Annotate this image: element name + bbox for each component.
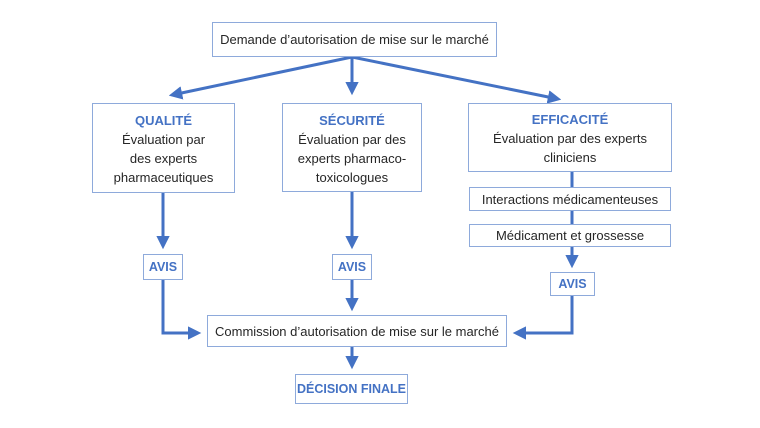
qualite-body-line: Évaluation par <box>121 132 206 147</box>
interactions-medicamenteuses-label: Interactions médicamenteuses <box>481 191 659 207</box>
qualite-title: QUALITÉ <box>134 113 193 128</box>
securite-body-line: experts pharmaco- <box>297 151 407 166</box>
arrow-avis1-to-commission <box>161 280 202 340</box>
securite-body-line: Évaluation par des <box>298 132 406 147</box>
avis-efficacite-label: AVIS <box>558 277 587 291</box>
decision-finale-box: DÉCISION FINALE <box>295 374 408 404</box>
qualite-body-line: des experts <box>129 151 198 166</box>
avis-securite-label: AVIS <box>337 260 367 274</box>
avis-efficacite-box: AVIS <box>550 272 595 296</box>
efficacite-box: EFFICACITÉ Évaluation par des experts cl… <box>468 103 672 172</box>
avis-securite-box: AVIS <box>332 254 372 280</box>
arrow-avis3-to-commission <box>512 296 574 340</box>
securite-body-line: toxicologues <box>315 170 389 185</box>
decision-finale-label: DÉCISION FINALE <box>296 382 407 396</box>
demande-autorisation-box: Demande d’autorisation de mise sur le ma… <box>212 22 497 57</box>
avis-qualite-box: AVIS <box>143 254 183 280</box>
efficacite-body-line: Évaluation par des experts <box>493 131 647 146</box>
securite-box: SÉCURITÉ Évaluation par des experts phar… <box>282 103 422 192</box>
efficacite-body-line: cliniciens <box>543 150 597 165</box>
qualite-box: QUALITÉ Évaluation par des experts pharm… <box>92 103 235 193</box>
efficacite-title: EFFICACITÉ <box>531 112 609 127</box>
medicament-grossesse-box: Médicament et grossesse <box>469 224 671 247</box>
securite-title: SÉCURITÉ <box>319 113 385 128</box>
qualite-body-line: pharmaceutiques <box>113 170 214 185</box>
commission-box: Commission d’autorisation de mise sur le… <box>207 315 507 347</box>
arrow-demande-to-qualite <box>168 55 353 100</box>
demande-autorisation-label: Demande d’autorisation de mise sur le ma… <box>220 32 489 47</box>
commission-label: Commission d’autorisation de mise sur le… <box>215 323 499 339</box>
avis-qualite-label: AVIS <box>148 260 178 274</box>
interactions-medicamenteuses-box: Interactions médicamenteuses <box>469 187 671 211</box>
arrow-demande-to-efficacite <box>351 55 562 104</box>
medicament-grossesse-label: Médicament et grossesse <box>495 228 645 243</box>
